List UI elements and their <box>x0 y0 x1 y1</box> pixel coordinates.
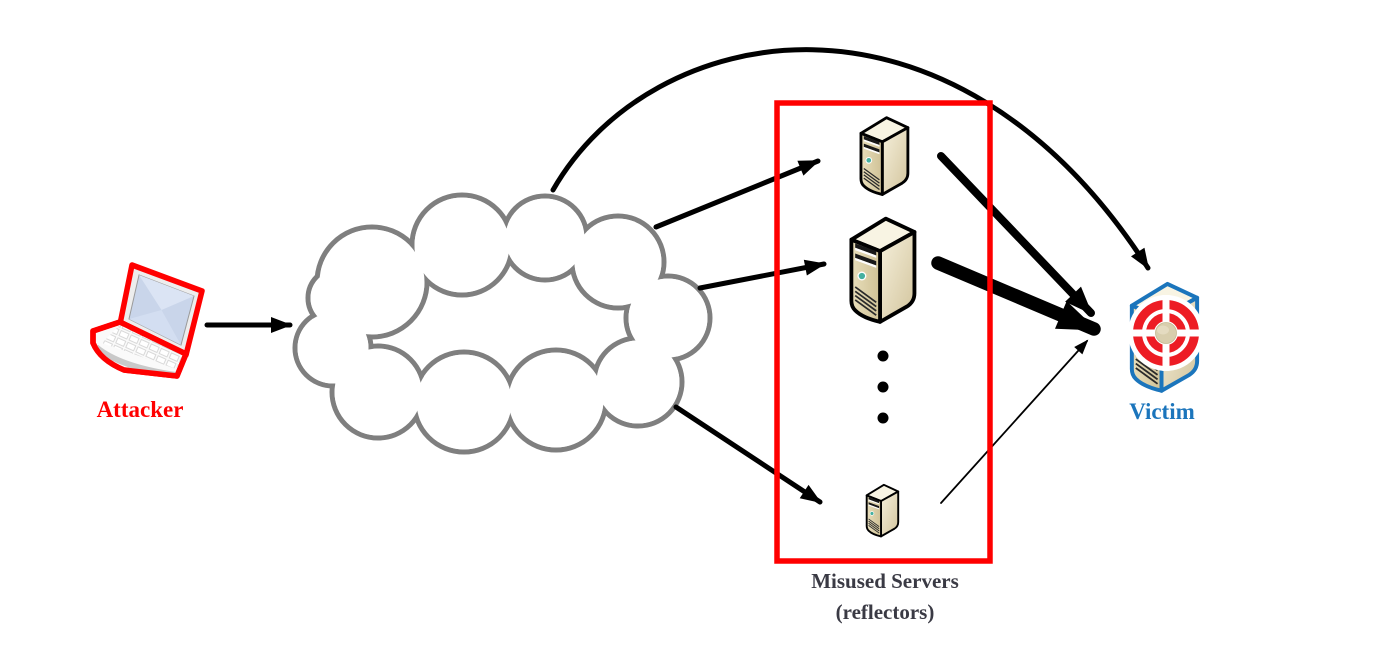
arrow-network-to-reflector-n <box>673 404 823 505</box>
attacker-label: Attacker <box>96 397 184 422</box>
arrow-network-to-victim-curved <box>550 47 1151 271</box>
reflectors-label-line2: (reflectors) <box>835 600 935 624</box>
reflectors-label: Misused Servers (reflectors) <box>735 566 1035 628</box>
reflectors-label-line1: Misused Servers <box>811 569 959 593</box>
reflector-server-n-icon <box>865 483 900 538</box>
arrow-reflector-2-to-victim <box>931 256 1101 336</box>
arrow-network-to-reflector-2 <box>697 259 827 291</box>
arrow-network-to-reflector-1 <box>653 158 821 230</box>
cloud-icon <box>292 192 713 455</box>
arrow-reflector-n-to-victim <box>940 339 1089 504</box>
reflectors-box <box>774 100 993 564</box>
ellipsis-dots <box>877 350 889 424</box>
target-icon <box>1128 295 1204 371</box>
reflector-server-2-icon <box>849 216 917 324</box>
victim-server-icon <box>1128 281 1204 393</box>
laptop-icon <box>90 262 205 379</box>
arrow-reflector-1-to-victim <box>937 152 1095 317</box>
reflector-server-1-icon <box>859 116 910 196</box>
victim-label: Victim <box>1129 399 1195 424</box>
